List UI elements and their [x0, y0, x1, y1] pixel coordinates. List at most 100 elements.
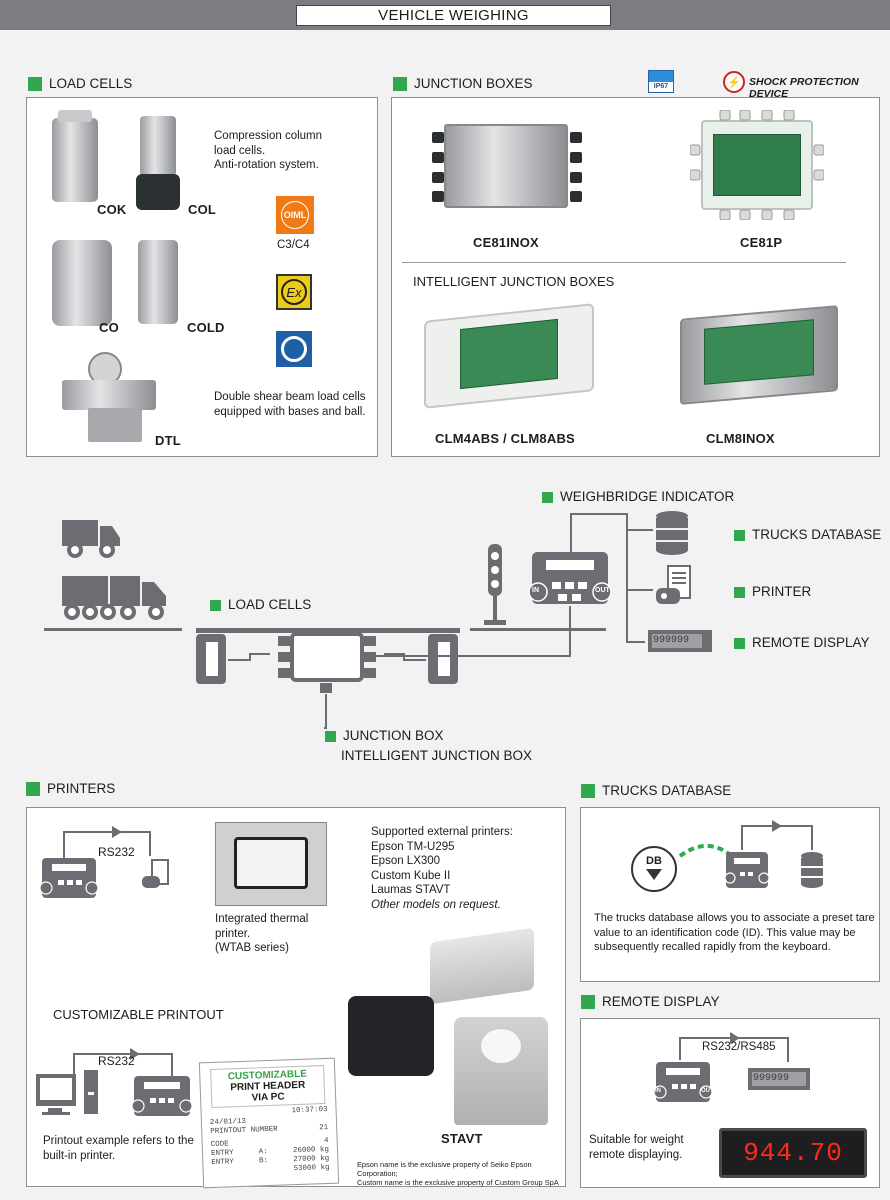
integrated-printer-image [215, 822, 327, 906]
label-co: CO [99, 320, 119, 335]
green-square-icon [734, 586, 745, 598]
oiml-class: C3/C4 [277, 239, 310, 251]
ce81p-glands [690, 110, 824, 220]
kube-printer-image [348, 996, 434, 1076]
indicator-small-icon [724, 852, 770, 888]
receipt-body: 10:37:03 24/01/13 PRINTOUT NUMBER 21 COD… [209, 1105, 330, 1174]
indicator-small-icon [131, 1076, 193, 1116]
led-display-image: 944.70 [719, 1128, 867, 1178]
clm4abs-image [424, 303, 594, 409]
diagram-label-printer: PRINTER [734, 584, 811, 600]
green-square-icon [393, 77, 407, 91]
label-ce81inox: CE81INOX [473, 235, 539, 250]
remote-interface-label: RS232/RS485 [702, 1041, 776, 1053]
oiml-logo: OIML [276, 196, 314, 234]
cok-load-cell-image [52, 118, 98, 202]
system-diagram [44, 511, 712, 729]
customizable-rs232-label: RS232 [98, 1054, 135, 1068]
green-square-icon [28, 77, 42, 91]
remote-in-label: IN [655, 1088, 661, 1094]
label-ce81p: CE81P [740, 235, 783, 250]
receipt-header-box: CUSTOMIZABLE PRINT HEADER VIA PC [210, 1065, 326, 1108]
label-clm8inox: CLM8INOX [706, 431, 775, 446]
led-value: 944.70 [743, 1138, 843, 1168]
double-shear-text: Double shear beam load cells equipped wi… [214, 391, 366, 418]
green-square-icon [542, 491, 553, 503]
clm4abs-pcb [460, 318, 558, 390]
page-title: VEHICLE WEIGHING [296, 5, 611, 26]
printer-icon [656, 565, 691, 604]
remote-display-icon [648, 630, 712, 652]
database-icon [656, 511, 688, 555]
cok-cap [58, 110, 92, 122]
clm8inox-pcb [704, 319, 814, 385]
pct-circle-icon [281, 336, 307, 362]
junction-divider [402, 262, 846, 263]
customizable-printout-header: CUSTOMIZABLE PRINTOUT [53, 1007, 224, 1022]
customizable-connection-diagram [36, 1048, 193, 1116]
printout-note: Printout example refers to the built-in … [43, 1135, 194, 1162]
trademark-disclaimer: Epson name is the exclusive property of … [357, 1160, 559, 1187]
printer-small-icon [142, 859, 169, 888]
clm8inox-image [680, 305, 838, 405]
ce81inox-image [444, 124, 568, 208]
green-square-icon [325, 730, 336, 742]
ce81p-image [701, 120, 813, 210]
water-drop-icon [649, 71, 673, 82]
out-label: OUT [595, 587, 610, 594]
down-arrow-icon [646, 869, 662, 880]
green-square-icon [734, 529, 745, 541]
remote-display-header: REMOTE DISPLAY [581, 994, 720, 1010]
remote-display-note: Suitable for weight remote displaying. [589, 1134, 684, 1161]
truck-icon [62, 520, 120, 558]
indicator-small-icon [39, 858, 99, 898]
remote-display-digits: 999999 [653, 635, 690, 646]
pct-logo [276, 331, 312, 367]
db-key-icon: DB [631, 846, 677, 892]
remote-display-diagram [653, 1032, 810, 1102]
printer-slot [234, 837, 308, 889]
green-square-icon [581, 784, 595, 798]
shock-protection-icon: ⚡ [723, 71, 745, 93]
trucks-db-diagram [678, 820, 823, 888]
label-stavt: STAVT [441, 1131, 483, 1146]
indicator-small-icon [653, 1062, 713, 1102]
green-square-icon [26, 782, 40, 796]
stavt-printer-image [454, 1017, 548, 1125]
trucks-database-panel [580, 807, 880, 982]
load-cell-right-icon [428, 634, 458, 684]
ce81inox-glands [432, 132, 582, 202]
trucks-database-header: TRUCKS DATABASE [581, 783, 731, 799]
cold-load-cell-image [138, 240, 178, 324]
traffic-light-icon [484, 544, 506, 625]
dtl-base [88, 408, 142, 442]
diagram-label-trucks-db: TRUCKS DATABASE [734, 527, 881, 543]
label-cold: COLD [187, 320, 225, 335]
truck-trailer-icon [62, 576, 166, 620]
dtl-load-cell-image [62, 380, 156, 410]
load-cells-header: LOAD CELLS [28, 76, 132, 92]
in-label: IN [532, 587, 539, 594]
junction-boxes-header: JUNCTION BOXES [393, 76, 533, 92]
remote-small-digits: 999999 [753, 1073, 790, 1084]
ip67-badge: IP67 [648, 70, 674, 93]
ce81p-pcb [713, 134, 801, 196]
co-load-cell-image [52, 240, 112, 326]
label-col: COL [188, 202, 217, 217]
green-square-icon [734, 637, 745, 649]
shock-protection-label: SHOCK PROTECTION DEVICE [749, 76, 859, 100]
trucks-db-description: The trucks database allows you to associ… [594, 912, 875, 953]
col-load-cell-image [140, 116, 176, 176]
diagram-label-remote-display: REMOTE DISPLAY [734, 635, 870, 651]
label-clm4abs: CLM4ABS / CLM8ABS [435, 431, 575, 446]
diagram-label-load-cells: LOAD CELLS [210, 597, 311, 613]
col-base [136, 174, 180, 210]
printers-header: PRINTERS [26, 781, 115, 797]
database-small-icon [801, 852, 823, 888]
printer-connection-diagram [39, 826, 169, 898]
stavt-roll [481, 1029, 521, 1063]
compression-text: Compression column load cells. Anti-rota… [214, 130, 323, 171]
pc-icon [36, 1070, 98, 1115]
intelligent-header: INTELLIGENT JUNCTION BOXES [413, 274, 615, 289]
remote-out-label: OUT [701, 1088, 714, 1094]
